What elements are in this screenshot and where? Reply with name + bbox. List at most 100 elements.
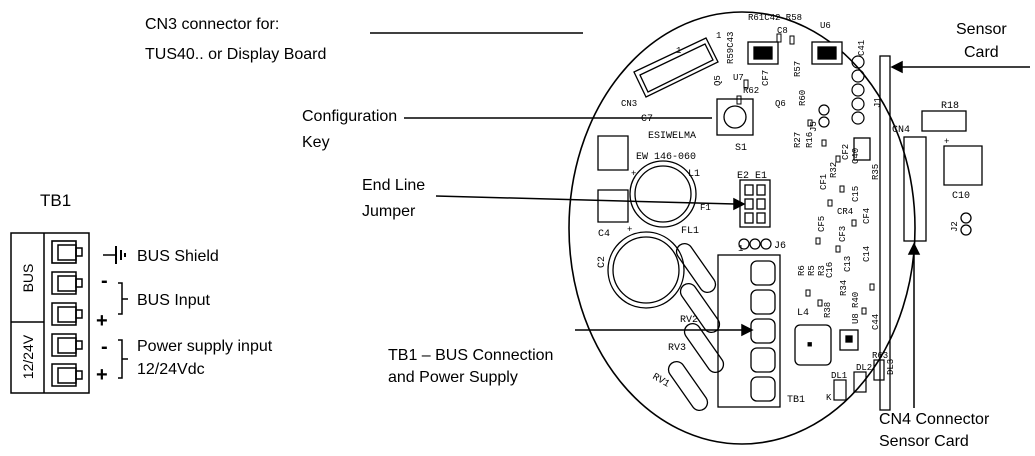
svg-text:R40: R40 [851, 292, 861, 308]
e2e1-silk: E2 E1 [737, 171, 767, 182]
svg-text:R59C43: R59C43 [726, 32, 736, 64]
svg-text:1: 1 [676, 46, 681, 56]
cn3-connector [633, 37, 719, 98]
svg-text:CF7: CF7 [761, 70, 771, 86]
end-line-callout-line1: End Line [362, 177, 426, 194]
svg-text:CR4: CR4 [837, 207, 853, 217]
dl1-silk: DL1 [831, 371, 847, 381]
capacitors-left [597, 135, 685, 309]
cn4-callout-line1: CN4 Connector [879, 411, 990, 428]
leds [833, 359, 885, 401]
cn4-callout-line2: Sensor Card [879, 433, 969, 450]
dl2-silk: DL2 [856, 363, 872, 373]
power-group-label: 12/24V [20, 334, 36, 379]
svg-text:C44: C44 [871, 314, 881, 330]
dl3-silk: DL3 [886, 359, 896, 375]
svg-text:CF5: CF5 [817, 216, 827, 232]
end-line-callout-line2: Jumper [362, 203, 416, 220]
sensor-card-slot [853, 55, 983, 411]
rv2-silk: RV2 [680, 315, 698, 326]
tb1-callout-line2: and Power Supply [388, 369, 518, 386]
svg-text:■: ■ [807, 340, 812, 350]
svg-text:1: 1 [738, 244, 743, 254]
c10-silk: C10 [952, 191, 970, 202]
k-silk: K [826, 393, 832, 403]
svg-text:C41: C41 [857, 40, 867, 56]
r63-silk: R63 [872, 351, 888, 361]
config-key-callout-line1: Configuration [302, 108, 398, 125]
svg-text:C13: C13 [843, 256, 853, 272]
sensor-card-callout-line1: Sensor [956, 21, 1007, 38]
fl1-silk: FL1 [681, 226, 699, 237]
svg-text:R34: R34 [839, 280, 849, 296]
svg-text:R5: R5 [807, 265, 817, 276]
sensor-card-callout-line2: Card [964, 44, 999, 61]
tb1-silk: TB1 [787, 395, 805, 406]
svg-text:1: 1 [716, 31, 721, 41]
j6-silk: J6 [774, 241, 786, 252]
c2-silk: C2 [597, 256, 608, 268]
svg-text:CF3: CF3 [838, 226, 848, 242]
svg-text:C16: C16 [825, 262, 835, 278]
svg-text:CF2: CF2 [841, 144, 851, 160]
svg-text:R3: R3 [817, 265, 827, 276]
svg-text:R27: R27 [793, 132, 803, 148]
inductor-l1 [629, 160, 697, 228]
j2-silk: J2 [950, 221, 960, 232]
svg-text:+: + [627, 225, 632, 235]
tb1-callout-line1: TB1 – BUS Connection [388, 347, 554, 364]
l1-silk: L1 [688, 169, 700, 180]
board-terminal-tb1 [717, 254, 781, 408]
svg-text:C14: C14 [862, 246, 872, 262]
jumpers-top [818, 55, 865, 128]
c7-silk: C7 [641, 114, 653, 125]
jumper-j6 [738, 238, 772, 250]
cn3-silk: CN3 [621, 99, 637, 109]
svg-text:R32: R32 [829, 162, 839, 178]
f1-silk: F1 [700, 203, 711, 213]
l4-silk: L4 [797, 308, 809, 319]
svg-text:R6: R6 [797, 265, 807, 276]
svg-text:J5: J5 [809, 121, 819, 132]
pcb-board [568, 11, 916, 445]
r18-silk: R18 [941, 101, 959, 112]
q6-silk: Q6 [775, 99, 786, 109]
power-plus-sign: + [96, 364, 108, 386]
ic-chips [747, 41, 843, 65]
s1-silk: S1 [735, 143, 747, 154]
svg-text:C8: C8 [777, 26, 788, 36]
varistors [667, 242, 725, 412]
tb1-title: TB1 [40, 191, 72, 210]
callout-leaders [370, 32, 1030, 408]
model-silk: EW 146-060 [636, 152, 696, 163]
u6-silk: U6 [820, 21, 831, 31]
svg-text:R57: R57 [793, 61, 803, 77]
bus-input-label: BUS Input [137, 292, 210, 309]
bus-shield-label: BUS Shield [137, 248, 219, 265]
u8-silk: U8 [851, 313, 861, 324]
u7-silk: U7 [733, 73, 744, 83]
cn4-silk: CN4 [892, 125, 910, 136]
smd-pads [736, 33, 875, 315]
c4-silk: C4 [598, 229, 610, 240]
svg-text:+: + [944, 137, 949, 147]
rv3-silk: RV3 [668, 343, 686, 354]
rv1-silk: RV1 [650, 372, 671, 391]
power-input-label-line2: 12/24Vdc [137, 361, 205, 378]
bus-group-label: BUS [20, 264, 36, 293]
svg-text:CF4: CF4 [862, 208, 872, 224]
svg-text:R16: R16 [805, 132, 815, 148]
svg-text:C15: C15 [851, 186, 861, 202]
inductor-l4 [794, 324, 859, 366]
config-key-s1[interactable] [716, 98, 754, 136]
q5-silk: Q5 [713, 75, 723, 86]
cn3-callout-line2: TUS40.. or Display Board [145, 46, 327, 63]
terminal-block [10, 232, 128, 394]
svg-text:CF1: CF1 [819, 174, 829, 190]
svg-text:C40: C40 [851, 148, 861, 164]
svg-text:+: + [631, 169, 636, 179]
config-key-callout-line2: Key [302, 134, 330, 151]
svg-text:R61C42 R58: R61C42 R58 [748, 13, 802, 23]
bus-minus-sign: - [101, 270, 108, 292]
